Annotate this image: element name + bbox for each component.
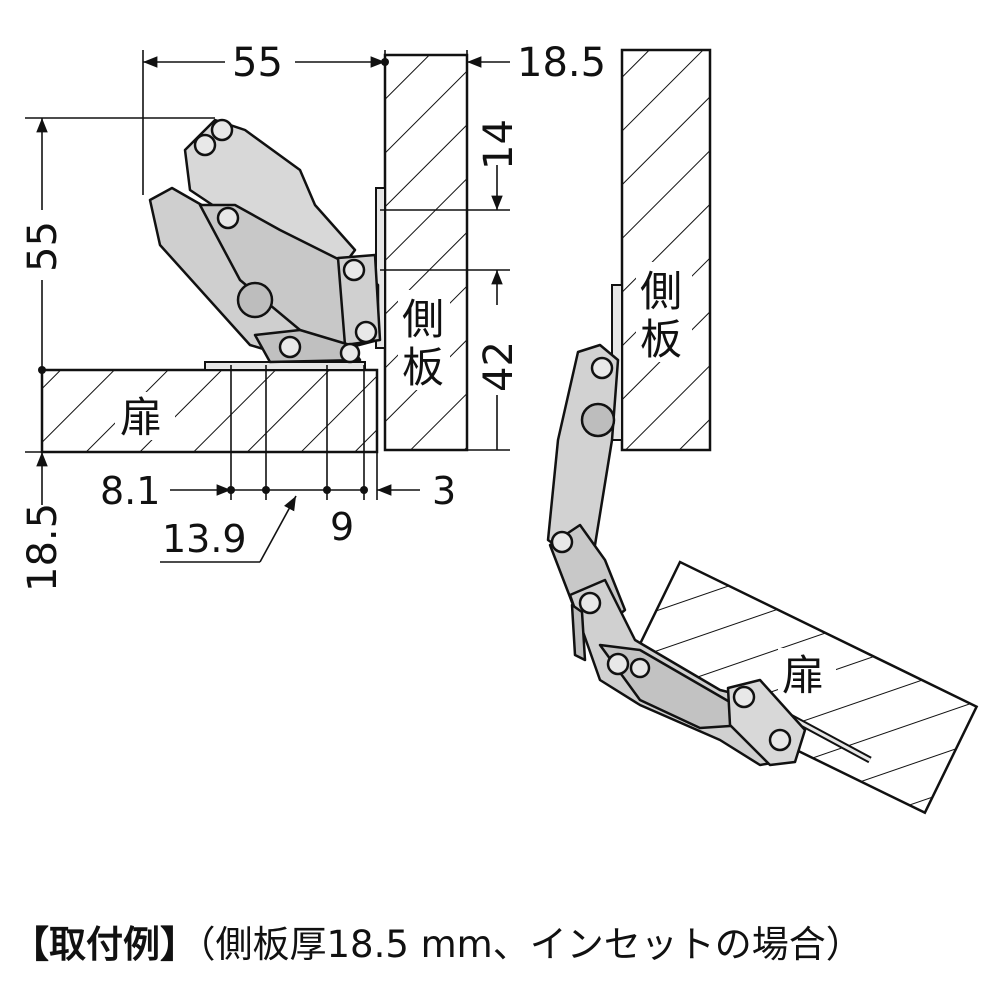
dim-top-width: 55 [232, 40, 283, 86]
dim-offset-42: 42 [476, 341, 522, 392]
svg-text:板: 板 [402, 343, 444, 392]
dim-offset-14: 14 [476, 119, 522, 170]
dim-height-55: 55 [20, 221, 66, 272]
hinge-closed [148, 118, 382, 364]
caption-title: 【取付例】 [12, 923, 197, 966]
dim-door-thickness: 18.5 [20, 503, 66, 592]
side-panel-right-label: 側 [640, 267, 682, 316]
dim-3: 3 [432, 469, 456, 513]
caption-detail: （側板厚18.5 mm、インセットの場合） [197, 923, 863, 966]
dim-8-1: 8.1 [100, 469, 160, 513]
hinge-open [546, 343, 807, 767]
svg-text:板: 板 [640, 315, 682, 364]
dim-side-thickness: 18.5 [517, 40, 606, 86]
caption: 【取付例】（側板厚18.5 mm、インセットの場合） [12, 915, 988, 975]
dim-13-9: 13.9 [162, 517, 247, 561]
door-right-label: 扉 [782, 651, 824, 700]
side-panel-right [620, 48, 712, 452]
door-left-label: 扉 [120, 393, 162, 442]
cup-plate-left [204, 361, 366, 371]
side-panel-left-label: 側 [402, 295, 444, 344]
dim-9: 9 [330, 505, 354, 549]
door-left [40, 368, 379, 454]
